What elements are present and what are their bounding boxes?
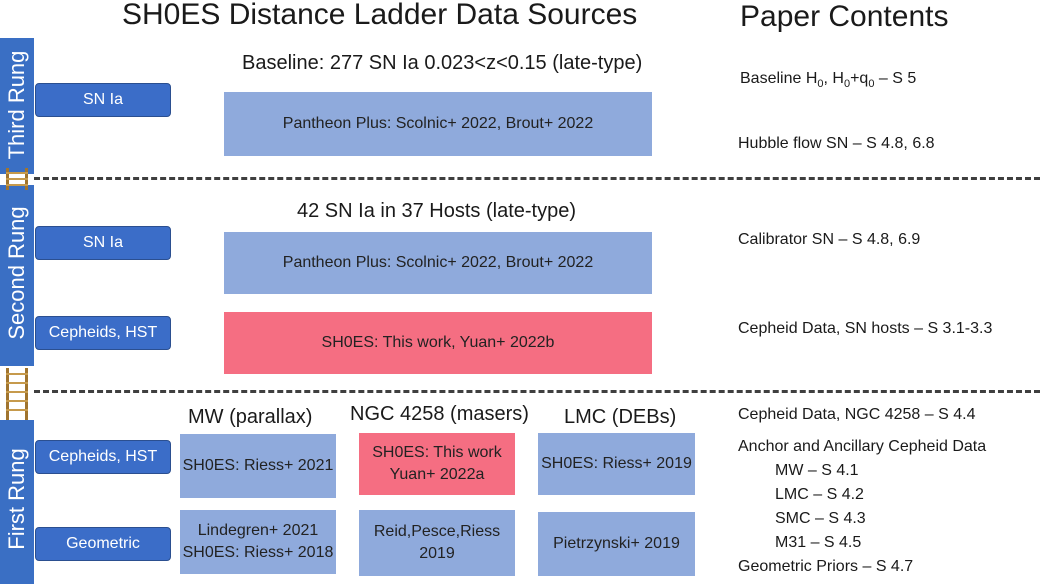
ladder-icon <box>6 368 28 420</box>
rung-divider <box>34 177 1040 180</box>
first-geometric-tag: Geometric <box>35 527 171 561</box>
toc-baseline: Baseline H0, H0+q0 – S 5 <box>740 70 916 90</box>
mw-geometric-line2: SH0ES: Riess+ 2018 <box>182 544 334 561</box>
third-rung-heading: Baseline: 277 SN Ia 0.023<z<0.15 (late-t… <box>242 52 643 74</box>
mw-cepheid-box: SH0ES: Riess+ 2021 <box>180 434 336 498</box>
contents-title: Paper Contents <box>740 0 949 33</box>
first-rung-bar <box>0 420 34 584</box>
second-rung-heading: 42 SN Ia in 37 Hosts (late-type) <box>297 200 577 222</box>
second-sn-tag: SN Ia <box>35 226 171 260</box>
toc-smc: SMC – S 4.3 <box>775 510 866 527</box>
toc-baseline-q: +q <box>850 70 869 87</box>
toc-geometric-priors: Geometric Priors – S 4.7 <box>738 558 914 575</box>
ngc4258-geometric-box: Reid,Pesce,Riess 2019 <box>359 510 515 576</box>
col-header-mw: MW (parallax) <box>188 406 313 428</box>
toc-calibrator: Calibrator SN – S 4.8, 6.9 <box>738 231 921 248</box>
toc-sub: 0 <box>868 78 875 91</box>
mw-geometric-box: Lindegren+ 2021 SH0ES: Riess+ 2018 <box>180 510 336 574</box>
toc-mw: MW – S 4.1 <box>775 462 859 479</box>
second-rung-bar <box>0 185 34 366</box>
third-rung-label: Third Rung <box>4 50 29 160</box>
col-header-lmc: LMC (DEBs) <box>564 406 677 428</box>
col-header-ngc4258: NGC 4258 (masers) <box>350 403 529 425</box>
second-shoes-box: SH0ES: This work, Yuan+ 2022b <box>224 312 652 374</box>
third-sn-tag: SN Ia <box>35 83 171 117</box>
toc-cepheid-hosts: Cepheid Data, SN hosts – S 3.1-3.3 <box>738 320 993 337</box>
lmc-geometric-box: Pietrzynski+ 2019 <box>538 512 695 576</box>
second-pantheon-box: Pantheon Plus: Scolnic+ 2022, Brout+ 202… <box>224 232 652 294</box>
toc-anchor: Anchor and Ancillary Cepheid Data <box>738 438 987 455</box>
toc-lmc: LMC – S 4.2 <box>775 486 864 503</box>
first-rung-label: First Rung <box>4 448 29 550</box>
toc-baseline-mid: , H <box>823 70 844 87</box>
toc-baseline-h: Baseline H <box>740 70 818 87</box>
toc-m31: M31 – S 4.5 <box>775 534 862 551</box>
ngc4258-cepheid-line1: SH0ES: This work <box>372 444 502 462</box>
lmc-cepheid-box: SH0ES: Riess+ 2019 <box>538 433 695 495</box>
toc-baseline-section: – S 5 <box>874 70 917 87</box>
ngc4258-geometric-line1: Reid,Pesce,Riess <box>373 523 501 541</box>
rung-divider <box>34 390 1040 393</box>
page-title: SH0ES Distance Ladder Data Sources <box>122 0 638 31</box>
third-rung-bar <box>0 38 34 174</box>
second-rung-label: Second Rung <box>4 206 29 340</box>
toc-hubble-flow: Hubble flow SN – S 4.8, 6.8 <box>738 135 935 152</box>
ngc4258-cepheid-box: SH0ES: This work Yuan+ 2022a <box>359 433 515 495</box>
second-cepheid-tag: Cepheids, HST <box>35 316 171 350</box>
ngc4258-cepheid-line2: Yuan+ 2022a <box>389 466 485 483</box>
toc-sub: 0 <box>817 78 824 91</box>
third-pantheon-box: Pantheon Plus: Scolnic+ 2022, Brout+ 202… <box>224 92 652 156</box>
first-cepheid-tag: Cepheids, HST <box>35 440 171 474</box>
toc-sub: 0 <box>843 78 851 91</box>
ngc4258-geometric-line2: 2019 <box>419 545 455 562</box>
mw-geometric-line1: Lindegren+ 2021 <box>197 522 319 540</box>
toc-cepheid-ngc4258: Cepheid Data, NGC 4258 – S 4.4 <box>738 406 976 423</box>
ladder-icon <box>6 168 28 190</box>
